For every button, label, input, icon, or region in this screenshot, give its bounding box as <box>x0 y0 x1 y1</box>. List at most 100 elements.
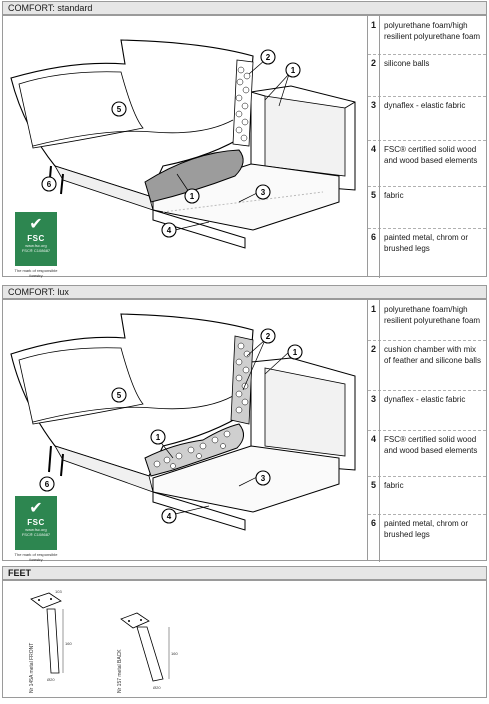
callout-6: 6 <box>39 476 55 492</box>
legend-num: 6 <box>368 228 380 278</box>
legend-text: polyurethane foam/high resilient polyure… <box>384 21 481 41</box>
section-header-feet: FEET <box>2 566 487 580</box>
callout-5: 5 <box>111 101 127 117</box>
legend-row: 5 fabric <box>368 186 486 229</box>
callout-6: 6 <box>41 176 57 192</box>
svg-text:1: 1 <box>156 433 161 442</box>
legend-text: dynaflex - elastic fabric <box>384 395 466 404</box>
callout-3: 3 <box>255 184 271 200</box>
legend-row: 3 dynaflex - elastic fabric <box>368 96 486 141</box>
svg-text:3: 3 <box>261 474 266 483</box>
svg-text:160: 160 <box>65 641 72 646</box>
fsc-site: www.fsc.org <box>25 243 47 248</box>
svg-text:160: 160 <box>171 651 178 656</box>
fsc-caption: The mark of responsible forestry <box>14 268 58 278</box>
svg-text:Nr 145A metal FRONT: Nr 145A metal FRONT <box>29 643 35 693</box>
foot-back: 160 Ø20 Nr 157 metal BACK <box>117 612 178 693</box>
callout-4: 4 <box>161 508 177 524</box>
section-title: COMFORT: standard <box>8 3 93 13</box>
legend-text: dynaflex - elastic fabric <box>384 101 466 110</box>
legend-num: 4 <box>368 140 380 186</box>
fsc-code: FSC® C108687 <box>21 532 51 537</box>
legend-text: fabric <box>384 191 404 200</box>
callout-3: 3 <box>255 470 271 486</box>
sofa-cutaway-drawing-standard: 1 2 5 1 3 4 6 ✔ FSC www.fsc.org FSC® C10… <box>3 16 369 278</box>
fsc-logo: ✔ FSC www.fsc.org FSC® C108687 <box>15 212 57 266</box>
fsc-code: FSC® C108687 <box>21 248 51 253</box>
legend-text: polyurethane foam/high resilient polyure… <box>384 305 481 325</box>
svg-text:1: 1 <box>291 66 296 75</box>
svg-text:Ø20: Ø20 <box>47 677 55 682</box>
legend-num: 3 <box>368 96 380 140</box>
callout-1-top: 1 <box>287 344 303 360</box>
legend-num: 1 <box>368 300 380 340</box>
section-header-lux: COMFORT: lux <box>2 285 487 299</box>
legend-text: fabric <box>384 481 404 490</box>
section-title: COMFORT: lux <box>8 287 69 297</box>
callout-4: 4 <box>161 222 177 238</box>
svg-text:103: 103 <box>55 589 62 594</box>
section-panel-lux: 1 2 5 1 3 4 6 ✔ FSC www.fsc.org FSC® C10… <box>2 299 487 562</box>
foot-front: 160 Ø20 103 Nr 145A metal FRONT <box>29 589 72 693</box>
fsc-logo: ✔ FSC www.fsc.org FSC® C108687 <box>15 496 57 550</box>
sofa-cutaway-drawing-lux: 1 2 5 1 3 4 6 ✔ FSC www.fsc.org FSC® C10… <box>3 300 369 562</box>
legend-num: 4 <box>368 430 380 476</box>
callout-1-seat: 1 <box>184 188 200 204</box>
legend-num: 5 <box>368 186 380 228</box>
svg-text:2: 2 <box>266 53 271 62</box>
svg-text:5: 5 <box>117 391 122 400</box>
legend-row: 2 silicone balls <box>368 54 486 97</box>
fsc-site: www.fsc.org <box>25 527 47 532</box>
callout-2: 2 <box>260 49 276 65</box>
legend-text: silicone balls <box>384 59 430 68</box>
section-title: FEET <box>8 568 32 578</box>
svg-text:6: 6 <box>45 480 50 489</box>
legend-text: cushion chamber with mix of feather and … <box>384 345 481 365</box>
fsc-logo-text: FSC <box>27 234 45 243</box>
svg-text:4: 4 <box>167 226 172 235</box>
legend-num: 6 <box>368 514 380 562</box>
callout-2: 2 <box>260 328 276 344</box>
fsc-logo-text: FSC <box>27 518 45 527</box>
fsc-tree-icon: ✔ <box>29 500 43 517</box>
legend-num: 2 <box>368 340 380 390</box>
svg-text:6: 6 <box>47 180 52 189</box>
svg-text:1: 1 <box>293 348 298 357</box>
svg-text:1: 1 <box>190 192 195 201</box>
svg-text:Ø20: Ø20 <box>153 685 161 690</box>
callout-1-seat: 1 <box>150 429 166 445</box>
svg-text:4: 4 <box>167 512 172 521</box>
feet-drawings: 160 Ø20 103 Nr 145A metal FRONT 160 Ø20 … <box>29 589 178 693</box>
feet-panel: 160 Ø20 103 Nr 145A metal FRONT 160 Ø20 … <box>2 580 487 698</box>
fsc-caption: The mark of responsible forestry <box>14 552 58 562</box>
legend-row: 5 fabric <box>368 476 486 515</box>
legend-num: 1 <box>368 16 380 54</box>
legend-num: 5 <box>368 476 380 514</box>
section-header-standard: COMFORT: standard <box>2 1 487 15</box>
svg-text:2: 2 <box>266 332 271 341</box>
legend-text: painted metal, chrom or brushed legs <box>384 233 469 253</box>
section-panel-standard: 1 2 5 1 3 4 6 ✔ FSC www.fsc.org FSC® C10… <box>2 15 487 278</box>
svg-text:3: 3 <box>261 188 266 197</box>
callout-5: 5 <box>111 387 127 403</box>
legend-num: 2 <box>368 54 380 96</box>
legend-text: FSC® certified solid wood and wood based… <box>384 145 478 165</box>
legend-num: 3 <box>368 390 380 430</box>
legend-row: 3 dynaflex - elastic fabric <box>368 390 486 431</box>
callout-1-top: 1 <box>285 62 301 78</box>
legend-text: FSC® certified solid wood and wood based… <box>384 435 478 455</box>
svg-text:5: 5 <box>117 105 122 114</box>
fsc-tree-icon: ✔ <box>29 216 43 233</box>
legend-text: painted metal, chrom or brushed legs <box>384 519 469 539</box>
svg-text:Nr 157 metal BACK: Nr 157 metal BACK <box>117 649 123 693</box>
